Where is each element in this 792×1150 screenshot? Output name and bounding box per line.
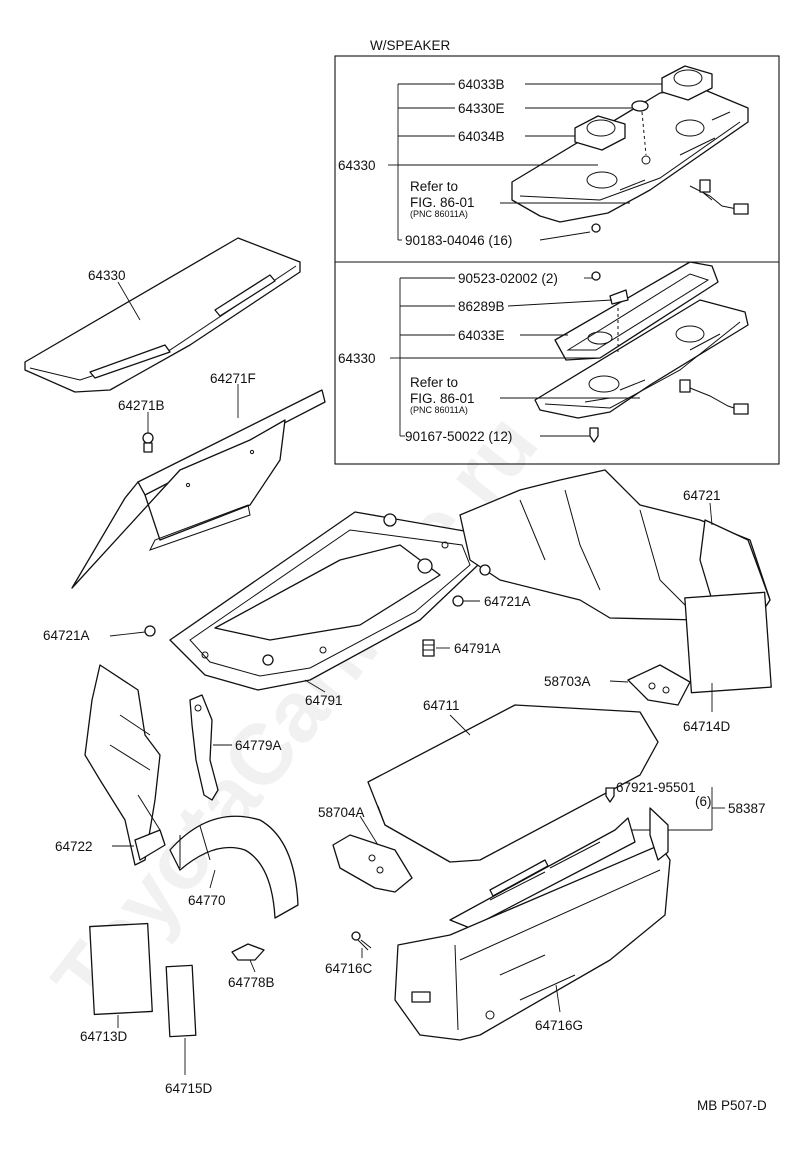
refer-pnc-lower: (PNC 86011A) [410, 405, 468, 415]
upper-tray-drawing [511, 65, 749, 233]
refer-line1-upper: Refer to [410, 179, 458, 194]
label-64033B: 64033B [458, 77, 505, 92]
part-64722-trim [84, 664, 166, 866]
label-64791A: 64791A [454, 641, 501, 656]
label-64791: 64791 [305, 693, 343, 708]
part-67921-clip [605, 787, 615, 803]
part-64715D-pad [165, 964, 197, 1038]
part-64721A-right [452, 564, 491, 607]
refer-line2-upper: FIG. 86-01 [410, 195, 475, 210]
label-64271F: 64271F [210, 371, 256, 386]
part-64779A-bracket [189, 694, 219, 801]
part-58703A-pad [627, 664, 691, 706]
speaker-callout-box [334, 55, 780, 465]
label-58387: 58387 [728, 801, 766, 816]
label-86289B: 86289B [458, 299, 505, 314]
part-64716G-trim [394, 807, 671, 1041]
part-64716C-screw [351, 931, 372, 951]
lower-tray-drawing [534, 261, 749, 443]
part-64713D-pad [89, 922, 153, 1016]
part-58387-sill [449, 817, 636, 929]
label-64722: 64722 [55, 839, 93, 854]
refer-pnc-upper: (PNC 86011A) [410, 209, 468, 219]
label-58703A: 58703A [544, 674, 591, 689]
part-64271F-panel [71, 389, 326, 589]
part-64711-mat [367, 704, 659, 863]
label-67921-95501: 67921-95501 [616, 780, 696, 795]
label-64716C: 64716C [325, 961, 373, 976]
label-64716G: 64716G [535, 1018, 583, 1033]
label-64330-upper: 64330 [338, 158, 376, 173]
diagram-code: MB P507-D [697, 1098, 767, 1113]
part-64791-frame [169, 511, 479, 691]
lower-box-leaders [390, 277, 640, 437]
part-64770-liner [169, 815, 299, 919]
refer-line2-lower: FIG. 86-01 [410, 391, 475, 406]
label-64330: 64330 [88, 268, 126, 283]
part-64721-trim [459, 469, 771, 621]
part-64791A-grommet [422, 639, 435, 657]
label-90167-50022: 90167-50022 (12) [405, 429, 512, 444]
label-64713D: 64713D [80, 1029, 128, 1044]
label-64033E: 64033E [458, 328, 505, 343]
part-64714D-pad [684, 591, 772, 694]
label-64778B: 64778B [228, 975, 275, 990]
label-64330E: 64330E [458, 101, 505, 116]
label-64779A: 64779A [235, 738, 282, 753]
label-64770: 64770 [188, 893, 226, 908]
upper-box-leaders [388, 83, 662, 241]
part-64271B-clip [142, 432, 154, 453]
label-64034B: 64034B [458, 129, 505, 144]
label-90523-02002: 90523-02002 (2) [458, 271, 558, 286]
label-64721A-right: 64721A [484, 594, 531, 609]
refer-line1-lower: Refer to [410, 375, 458, 390]
label-64721A-left: 64721A [43, 628, 90, 643]
part-58704A-pad [332, 834, 413, 893]
label-64715D: 64715D [165, 1081, 213, 1096]
label-64330-lower: 64330 [338, 351, 376, 366]
label-64711: 64711 [423, 698, 460, 713]
label-67921-qty: (6) [695, 794, 712, 809]
part-64330-tray [24, 237, 301, 393]
label-64714D: 64714D [683, 719, 731, 734]
label-58704A: 58704A [318, 805, 365, 820]
part-64778B-bracket [231, 943, 265, 961]
label-90183-04046: 90183-04046 (16) [405, 233, 512, 248]
part-64721A-left [144, 625, 156, 637]
callout-title: W/SPEAKER [370, 38, 451, 53]
label-64721: 64721 [683, 488, 721, 503]
label-64271B: 64271B [118, 398, 165, 413]
